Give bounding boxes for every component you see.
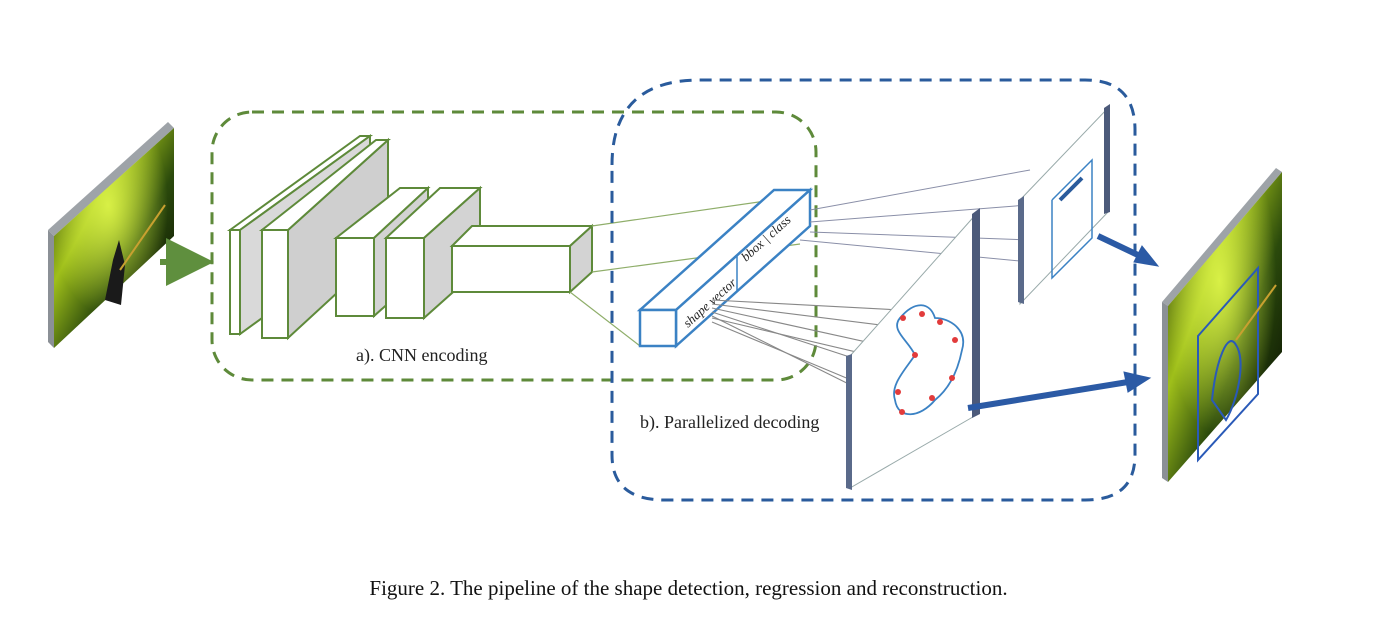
output-vector	[636, 187, 814, 349]
output-arrows	[967, 233, 1160, 411]
bbox-panel	[1018, 104, 1110, 306]
input-image	[48, 122, 174, 348]
bbox-rays	[799, 169, 1031, 263]
cnn-encoding-label: a). CNN encoding	[356, 345, 487, 366]
contour-panel	[846, 208, 980, 490]
cnn-layers	[226, 134, 595, 341]
parallel-decoding-label: b). Parallelized decoding	[640, 412, 819, 433]
decoding-region	[610, 78, 1137, 502]
figure-caption: Figure 2. The pipeline of the shape dete…	[369, 576, 1008, 600]
output-image	[1162, 168, 1282, 482]
cnn-encoding-region	[210, 110, 818, 382]
